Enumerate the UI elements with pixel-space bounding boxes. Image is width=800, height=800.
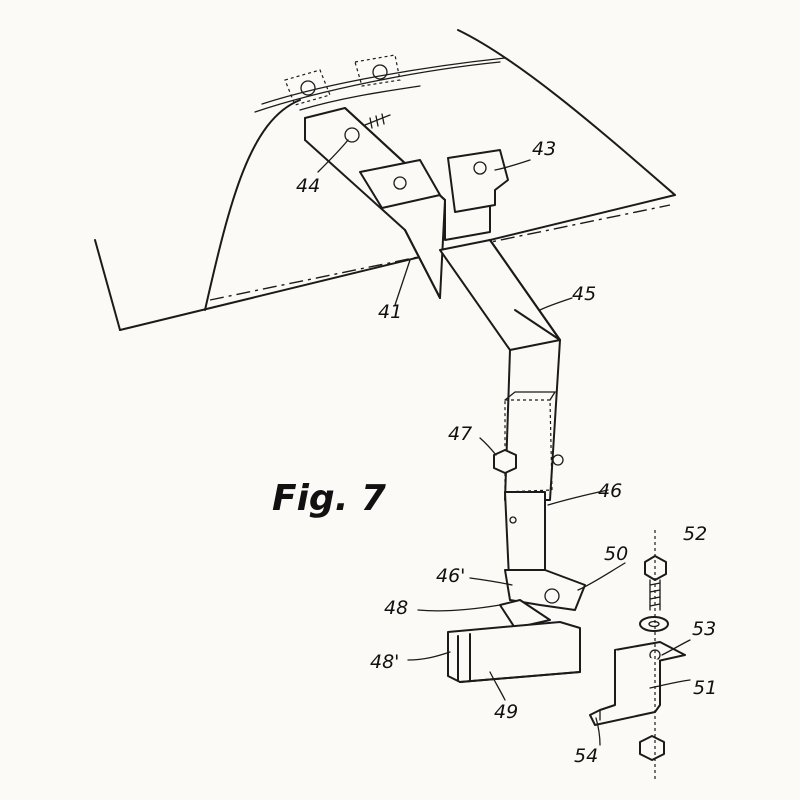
figure-title: Fig. 7	[272, 478, 386, 519]
top-clamps	[284, 54, 401, 106]
label-44: 44	[296, 175, 320, 197]
label-46: 46	[598, 480, 622, 502]
label-43: 43	[532, 138, 556, 160]
label-48-prime: 48'	[370, 651, 399, 673]
label-45: 45	[572, 283, 596, 305]
hinge-50	[499, 569, 586, 629]
label-51: 51	[693, 677, 717, 699]
channel-bracket-41	[304, 107, 491, 299]
leader-lines	[317, 139, 691, 746]
label-52: 52	[683, 523, 707, 545]
plate-43	[359, 149, 509, 213]
fastener-set	[589, 530, 686, 780]
label-48: 48	[384, 597, 408, 619]
label-54: 54	[574, 745, 598, 767]
label-46-prime: 46'	[436, 565, 465, 587]
sleeve-47	[493, 391, 564, 493]
rod-45	[439, 239, 561, 501]
label-50: 50	[604, 543, 628, 565]
clamp-48	[447, 621, 581, 683]
label-47: 47	[448, 423, 472, 445]
label-41: 41	[378, 301, 402, 323]
mounting-panel	[94, 29, 676, 331]
label-49: 49	[494, 701, 518, 723]
label-53: 53	[692, 618, 716, 640]
